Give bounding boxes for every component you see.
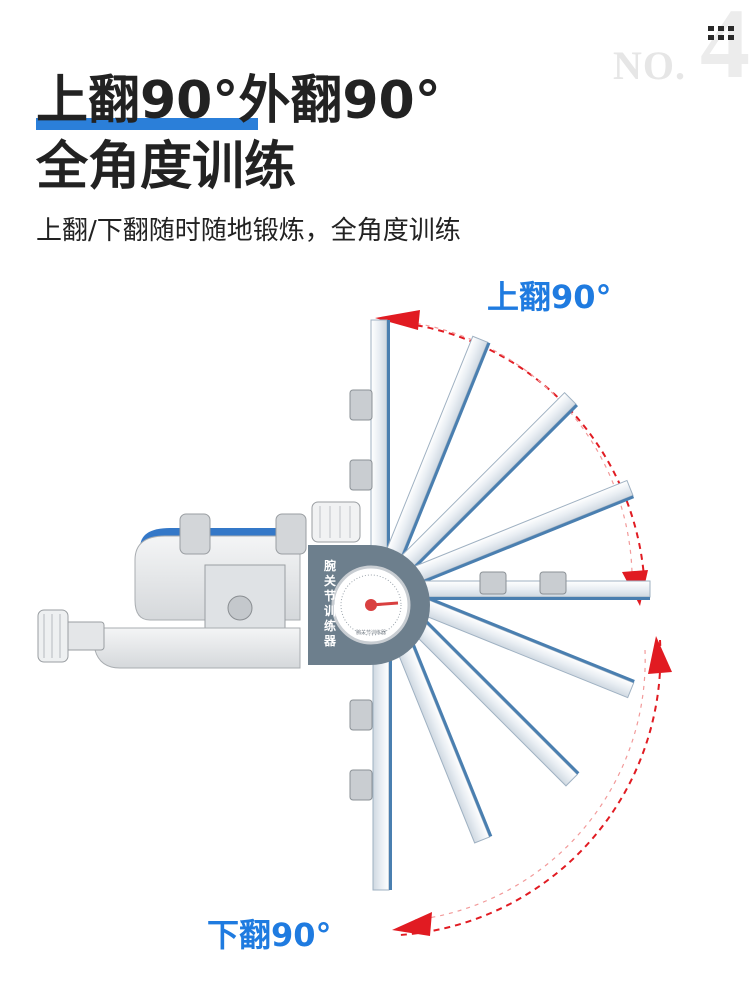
menu-icon[interactable] bbox=[708, 26, 742, 44]
arm-rest bbox=[134, 513, 307, 636]
svg-text:腕: 腕 bbox=[323, 558, 336, 573]
badge-number: 4 bbox=[700, 0, 750, 99]
gauge-caption: 腕关节训练器 bbox=[356, 629, 386, 636]
svg-text:关: 关 bbox=[324, 573, 336, 588]
label-down-90: 下翻90° bbox=[207, 916, 332, 954]
badge-no-label: NO. bbox=[613, 43, 686, 88]
rotation-fan-plates bbox=[349, 319, 651, 891]
svg-text:练: 练 bbox=[324, 618, 336, 633]
adjust-knob bbox=[311, 501, 361, 543]
svg-text:器: 器 bbox=[323, 634, 337, 648]
headline-line-2: 全角度训练 bbox=[36, 137, 297, 197]
subtitle: 上翻/下翻随时随地锻炼，全角度训练 bbox=[36, 216, 461, 246]
section-number-badge: NO. 4 bbox=[600, 0, 750, 100]
lower-arrowhead-top bbox=[648, 636, 672, 674]
base-rail bbox=[37, 609, 301, 669]
label-up-90: 上翻90° bbox=[487, 278, 612, 316]
device-name-vertical: 腕 关 节 训 练 器 bbox=[323, 558, 337, 648]
lower-arrowhead-bottom bbox=[392, 912, 432, 936]
gauge-housing: 腕关节训练器 腕 关 节 训 练 器 bbox=[308, 545, 430, 665]
svg-text:训: 训 bbox=[324, 603, 336, 618]
headline-line-1: 上翻90°外翻90° bbox=[36, 71, 441, 131]
svg-text:节: 节 bbox=[324, 588, 336, 603]
upper-arc-arrow bbox=[394, 321, 646, 601]
headline: 上翻90°外翻90° 全角度训练 bbox=[36, 68, 441, 200]
upper-arrowhead-left bbox=[375, 310, 420, 330]
